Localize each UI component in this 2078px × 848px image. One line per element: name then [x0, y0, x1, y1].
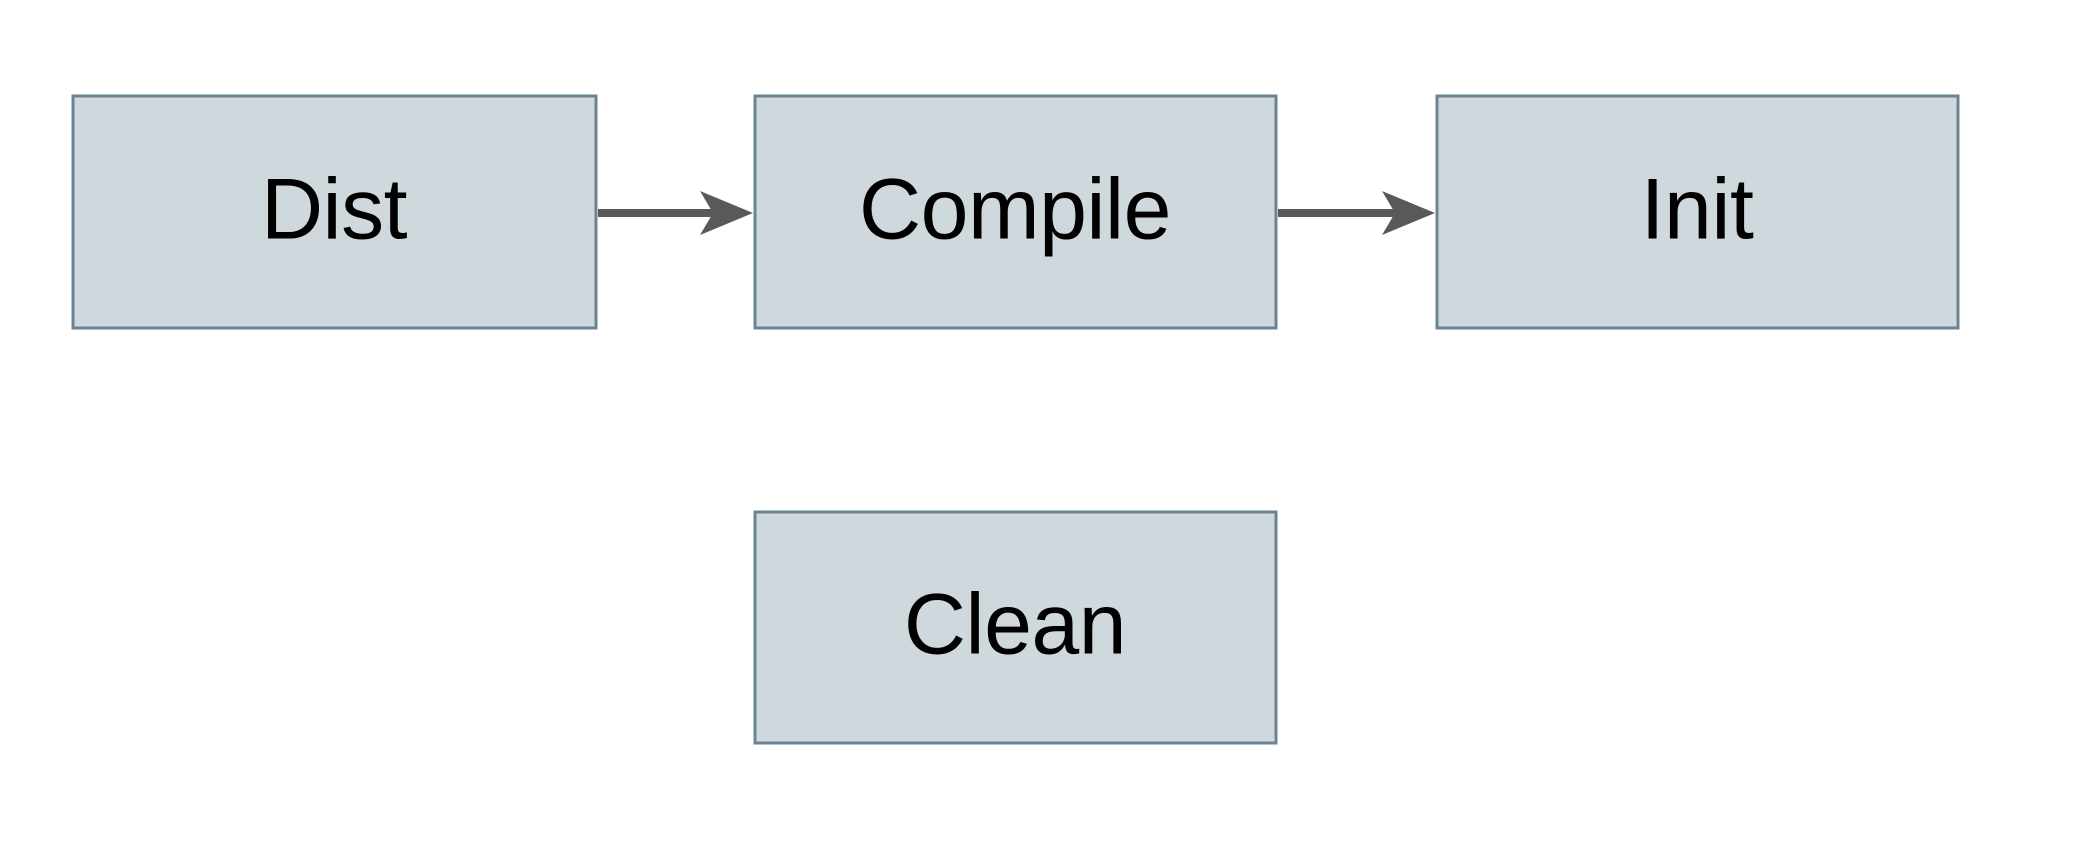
node-dist-shape[interactable]	[71, 94, 598, 330]
edge-dist-to-compile[interactable]	[598, 191, 753, 235]
node-compile-shape[interactable]	[753, 94, 1278, 330]
edge-compile-to-init[interactable]	[1278, 191, 1435, 235]
node-clean-label: Clean	[904, 577, 1126, 673]
node-init-label: Init	[1641, 162, 1754, 258]
node-compile[interactable]: Compile	[753, 94, 1278, 330]
node-dist-label: Dist	[261, 162, 408, 258]
node-clean-shape[interactable]	[753, 510, 1278, 745]
node-dist[interactable]: Dist	[71, 94, 598, 330]
node-init[interactable]: Init	[1435, 94, 1960, 330]
node-init-shape[interactable]	[1435, 94, 1960, 330]
edge-compile-to-init-arrowhead	[1382, 191, 1435, 235]
node-clean[interactable]: Clean	[753, 510, 1278, 745]
node-compile-label: Compile	[859, 162, 1171, 258]
edge-dist-to-compile-arrowhead	[700, 191, 753, 235]
